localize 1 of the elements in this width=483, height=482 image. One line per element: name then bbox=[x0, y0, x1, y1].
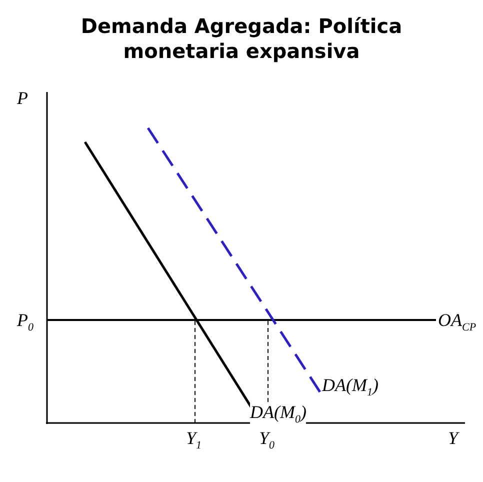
chart-title: Demanda Agregada: Política monetaria expansiva bbox=[80, 14, 404, 64]
